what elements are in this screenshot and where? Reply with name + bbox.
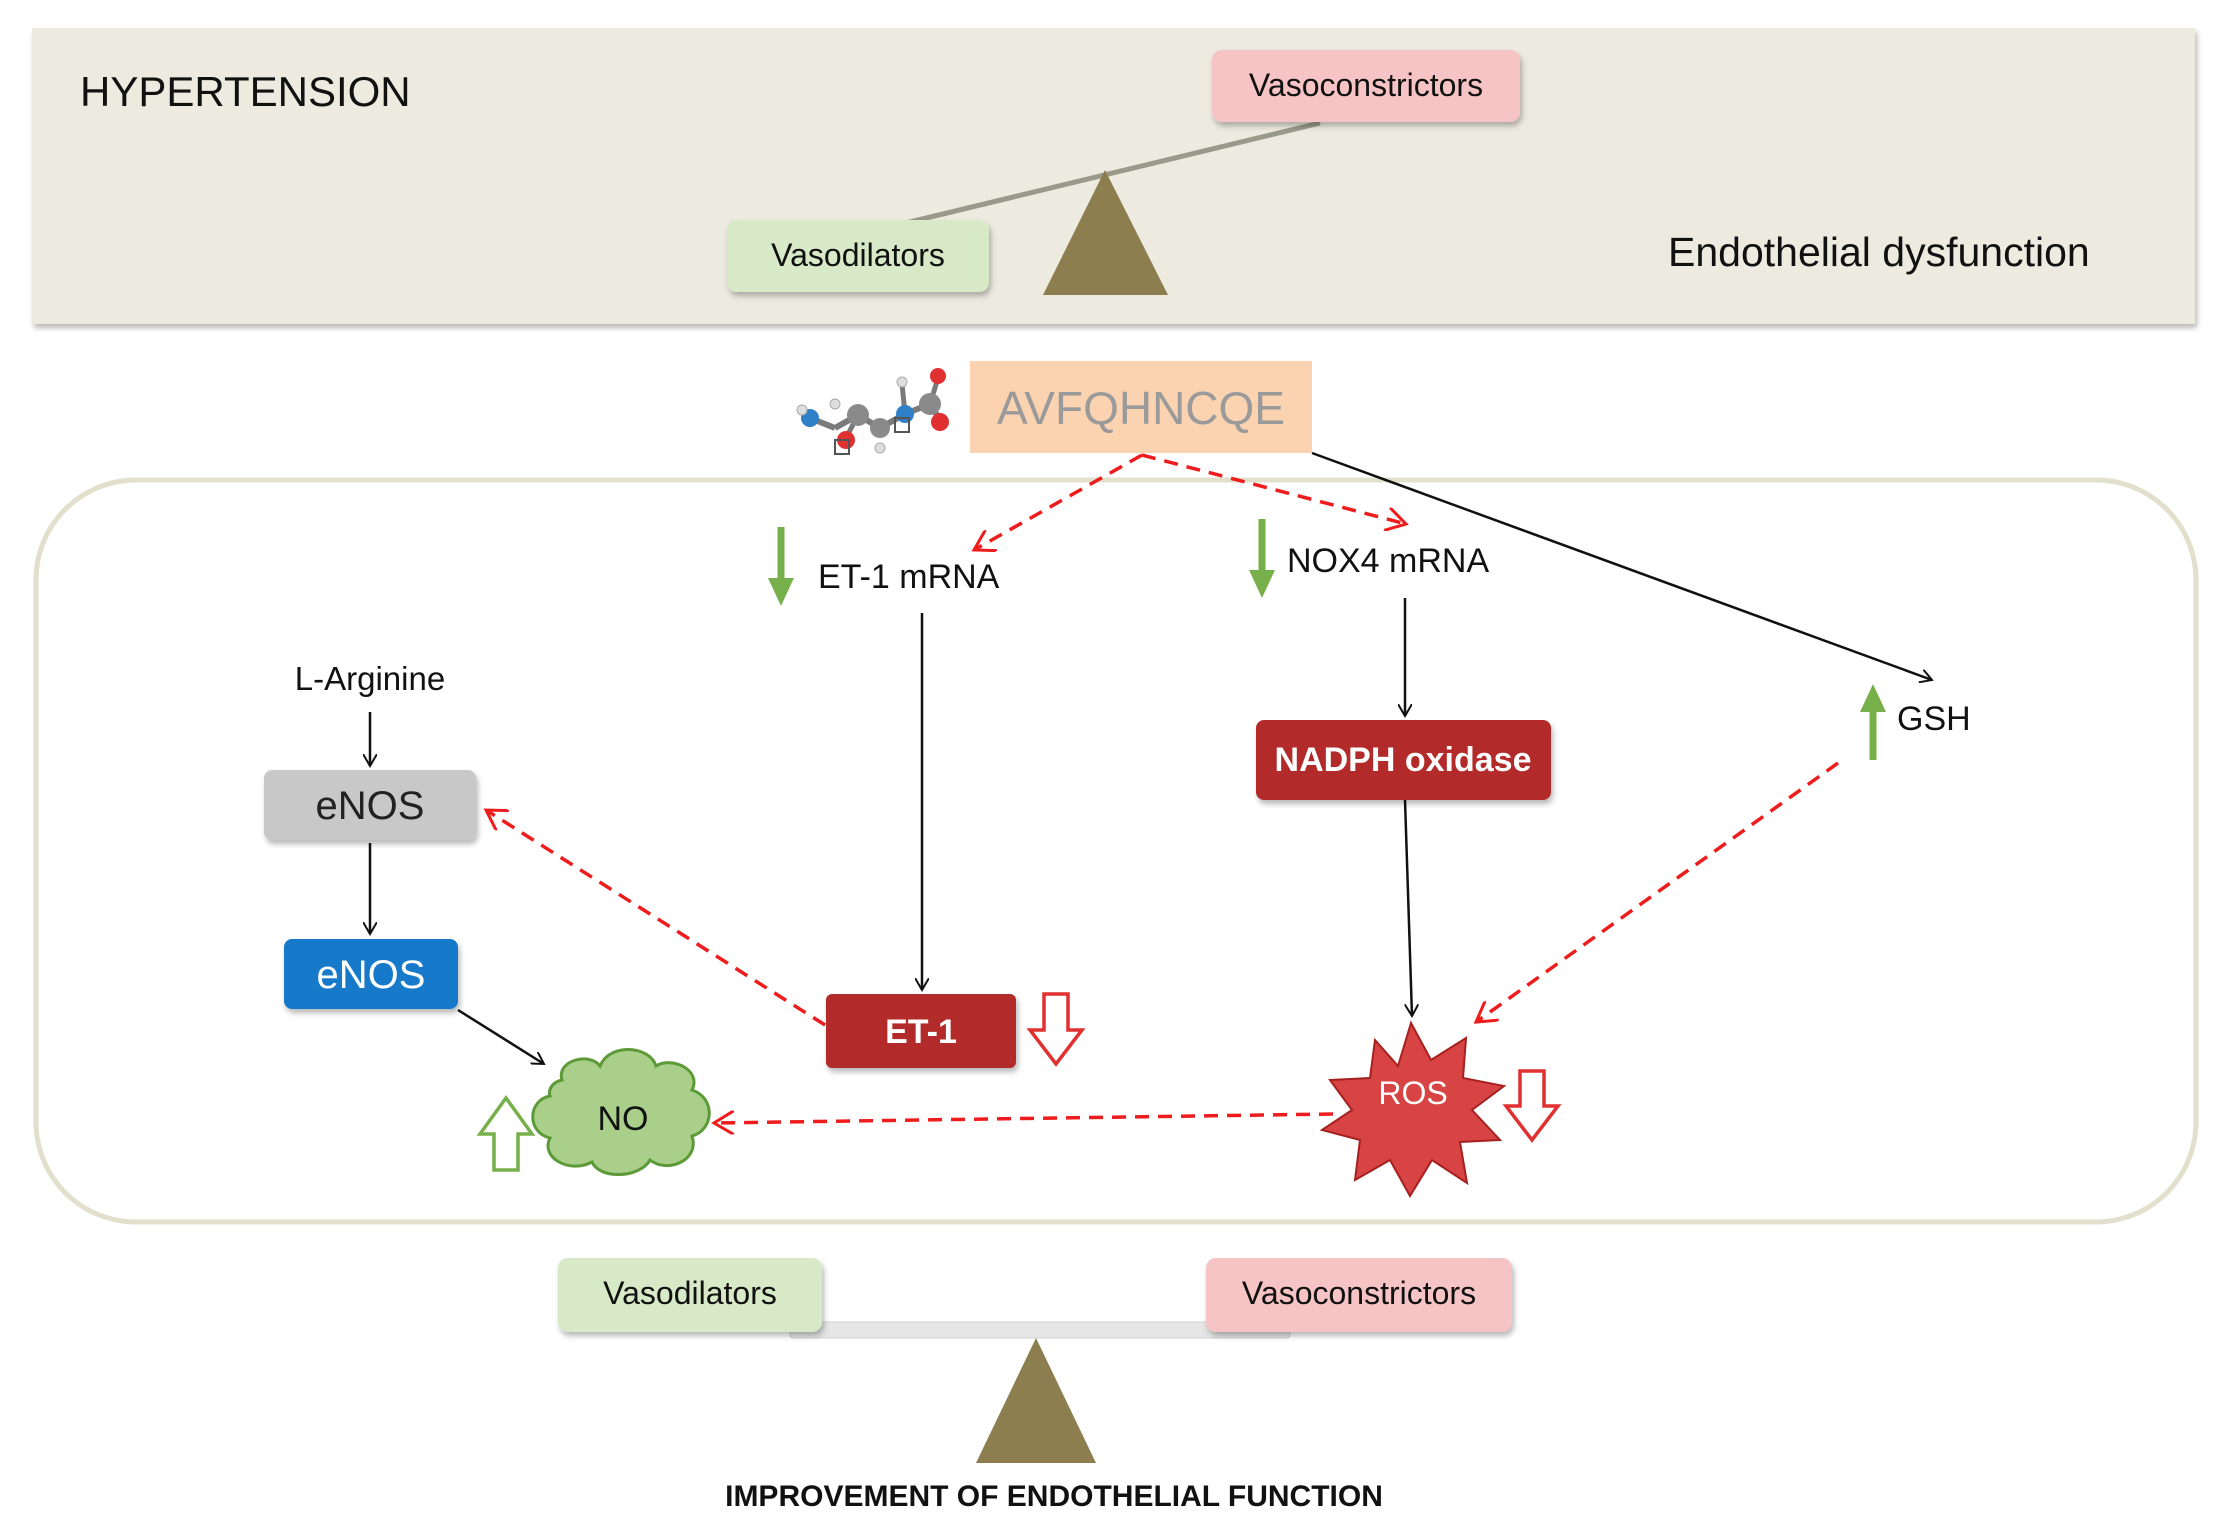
gsh-increase-icon [1860,684,1886,760]
ros-node: ROS [1319,1020,1507,1198]
enos-active-label: eNOS [317,953,426,997]
fulcrum-top [1043,170,1168,295]
enos-active-to-no-arrow [457,1008,544,1066]
nadph-oxidase-label: NADPH oxidase [1275,741,1532,779]
vasoconstrictors-box-top: Vasoconstrictors [1212,50,1520,122]
nadph-oxidase-node: NADPH oxidase [1256,720,1551,800]
et1-node: ET-1 [826,994,1016,1068]
no-increase-icon [476,1095,536,1172]
nadph-to-ros-arrow [1403,799,1412,1016]
et1-to-enos-arrow [486,810,826,1027]
vasodilators-box-top: Vasodilators [727,220,989,292]
nox4-mrna-label: NOX4 mRNA [1287,542,1489,580]
gsh-label: GSH [1897,700,1971,738]
top-panel: HYPERTENSION Endothelial dysfunction Vas… [32,28,2195,324]
vasodilators-label-bottom: Vasodilators [603,1275,777,1311]
vasoconstrictors-box-bottom: Vasoconstrictors [1206,1258,1512,1332]
et1-mrna-decrease-icon [768,527,794,606]
enos-inactive-label: eNOS [316,784,425,828]
ros-label: ROS [1378,1075,1447,1111]
l-arginine-label: L-Arginine [295,660,445,697]
peptide-box: AVFQHNCQE [970,361,1312,453]
cell-boundary [33,477,2199,1225]
bottom-balance: Vasodilators Vasoconstrictors IMPROVEMEN… [558,1258,1512,1513]
peptide-to-et1-mrna-arrow [974,453,1143,550]
ros-starburst [1319,1020,1507,1198]
hypertension-title: HYPERTENSION [80,68,411,115]
et1-mrna-label: ET-1 mRNA [818,558,1000,596]
nox4-mrna-decrease-icon [1249,519,1275,598]
enos-active-node: eNOS [284,939,458,1009]
improvement-caption: IMPROVEMENT OF ENDOTHELIAL FUNCTION [725,1480,1383,1513]
vasodilators-label-top: Vasodilators [771,237,945,273]
et1-label: ET-1 [885,1013,957,1051]
enos-inactive-node: eNOS [264,770,476,840]
no-node: NO [531,1048,711,1176]
peptide-molecule-icon [796,368,949,455]
vasoconstrictors-label-bottom: Vasoconstrictors [1242,1275,1476,1311]
peptide-sequence: AVFQHNCQE [997,382,1285,434]
no-label: NO [598,1100,649,1138]
et1-decrease-icon [1026,992,1086,1067]
endothelial-dysfunction-label: Endothelial dysfunction [1668,229,2090,275]
gsh-to-ros-arrow [1476,761,1840,1022]
vasodilators-box-bottom: Vasodilators [558,1258,822,1332]
fulcrum-bottom [976,1338,1096,1463]
peptide-to-gsh-arrow [1311,451,1932,680]
ros-decrease-icon [1502,1069,1562,1143]
no-cloud [531,1048,711,1176]
ros-to-no-arrow [714,1114,1334,1123]
vasoconstrictors-label-top: Vasoconstrictors [1249,67,1483,103]
